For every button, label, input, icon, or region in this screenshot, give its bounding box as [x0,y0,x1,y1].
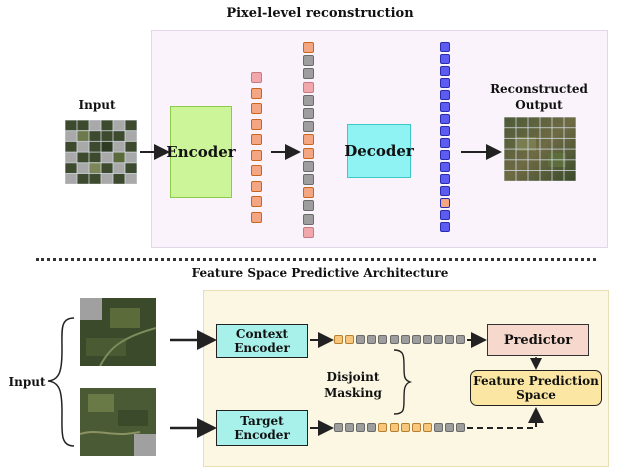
reconstructed-output-image [504,117,576,181]
disjoint-line1: Disjoint [326,370,380,384]
top-input-label: Input [78,98,116,112]
token-gray [303,160,314,172]
token-blue [440,222,450,232]
context-image-svg [80,298,156,366]
masked-input-image [65,120,137,184]
token-orange [303,187,314,199]
token-orange [251,118,262,130]
token-gray [303,94,314,106]
feature-prediction-space-block: Feature Prediction Space [470,370,602,406]
token-gray [303,68,314,80]
token-blue [440,210,450,220]
target-input-image [80,388,156,456]
bottom-input-label: Input [8,375,46,389]
token-gray [367,335,377,344]
token-yellow [378,423,388,432]
context-encoder-line1: Context [235,327,289,341]
encoder-block: Encoder [166,106,236,198]
token-yellow [334,335,343,344]
token-orange [251,211,262,223]
token-blue [440,78,450,88]
token-gray [378,335,388,344]
feature-space-line2: Space [516,388,556,402]
token-orange [303,147,314,159]
token-gray [356,423,366,432]
token-blue [440,138,450,148]
predictor-block: Predictor [487,324,589,356]
token-gray [400,335,410,344]
token-gray [389,335,399,344]
bottom-title: Feature Space Predictive Architecture [191,266,449,280]
token-yellow [400,423,410,432]
output-label-line2: Output [515,98,563,112]
token-gray [303,55,314,67]
encoder-label: Encoder [166,143,236,161]
token-blue [440,90,450,100]
token-yellow [422,423,432,432]
token-orange [303,42,314,53]
token-blue [440,186,450,196]
target-encoder-line2: Encoder [234,428,290,442]
context-encoder-line2: Encoder [234,341,290,355]
token-yellow [389,423,399,432]
token-gray [303,174,314,185]
token-blue [440,66,450,76]
token-gray [445,423,454,432]
decoder-block: Decoder [344,124,414,178]
token-gray [334,423,343,432]
token-orange [251,134,262,145]
token-gray [456,423,466,432]
target-image-svg [80,388,156,456]
token-orange-blue [440,198,450,208]
token-gray [367,423,377,432]
target-encoder-line1: Target [240,414,284,428]
token-gray [303,121,314,133]
token-blue [440,174,450,184]
token-gray [456,335,466,344]
section-divider [36,258,596,261]
context-input-image [80,298,156,366]
top-title: Pixel-level reconstruction [226,6,414,21]
predictor-label: Predictor [503,332,573,348]
token-gray [422,335,432,344]
token-gray [303,200,314,212]
feature-space-line1: Feature Prediction [473,374,599,388]
token-orange [251,196,262,207]
token-blue [440,54,450,64]
token-gray [303,108,314,119]
token-blue [440,102,450,112]
token-gray [433,335,443,344]
token-orange [251,165,262,176]
token-blue [440,126,450,136]
token-blue [440,150,450,160]
masked-input-grid [65,120,137,184]
target-encoder-block: Target Encoder [216,410,308,446]
token-blue [440,42,450,52]
token-orange [251,87,262,99]
token-gray [303,213,314,225]
token-orange [303,134,314,146]
token-yellow [411,423,421,432]
token-yellow [345,335,355,344]
decoder-label: Decoder [344,142,414,160]
token-blue [440,114,450,124]
token-gray [411,335,421,344]
token-gray [433,423,443,432]
token-pink [303,226,314,238]
disjoint-line2: Masking [324,386,382,400]
reconstructed-grid [504,117,576,181]
token-pink [251,72,262,83]
token-orange [251,103,262,114]
token-gray [345,423,355,432]
token-gray [356,335,366,344]
token-orange [251,180,262,192]
token-pink [303,81,314,93]
output-label-line1: Reconstructed [490,82,588,96]
token-gray [445,335,454,344]
token-orange [251,149,262,161]
context-encoder-block: Context Encoder [216,324,308,358]
token-blue [440,162,450,172]
